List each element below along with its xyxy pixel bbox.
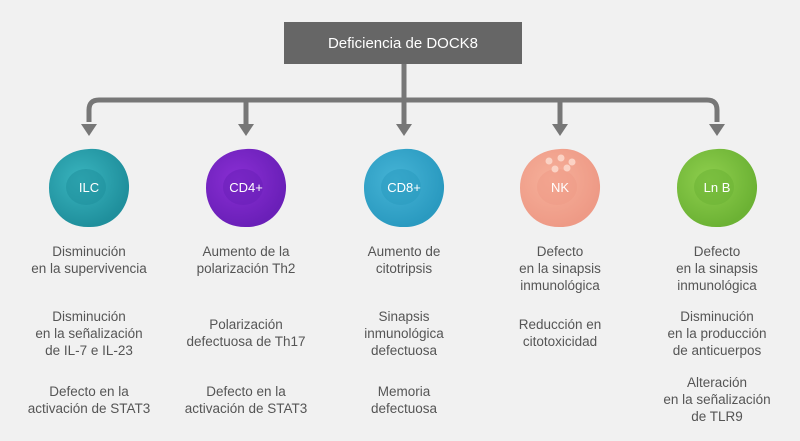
arrow-head-icon (396, 124, 412, 136)
granule (568, 158, 576, 166)
diagram-title-text: Deficiencia de DOCK8 (327, 34, 479, 52)
cell-cd8-icon (364, 148, 445, 228)
arrow-head-icon (552, 124, 568, 136)
cell-label-lnb: Ln B (703, 180, 731, 195)
arrow-head-icon (81, 124, 97, 136)
cell-cd4-icon (206, 148, 287, 228)
arrow-head-icon (238, 124, 254, 136)
cell-label-cd4: CD4+ (229, 180, 263, 195)
cell-nucleus (66, 169, 106, 205)
granule (557, 154, 565, 162)
cell-nucleus (537, 169, 577, 205)
cell-nucleus (223, 169, 263, 205)
granule (545, 157, 553, 165)
cell-label-nk: NK (550, 180, 570, 195)
diagram-title: Deficiencia de DOCK8 (284, 22, 522, 64)
cell-nucleus (381, 169, 421, 205)
cell-nucleus (694, 169, 734, 205)
cell-nk-icon (520, 148, 601, 228)
cell-label-cd8: CD8+ (387, 180, 421, 195)
cell-label-ilc: ILC (78, 180, 100, 195)
granule (563, 164, 571, 172)
arrow-head-icon (709, 124, 725, 136)
cell-lnb-icon (677, 148, 758, 228)
granule (551, 165, 559, 173)
cell-ilc-icon (49, 148, 130, 228)
